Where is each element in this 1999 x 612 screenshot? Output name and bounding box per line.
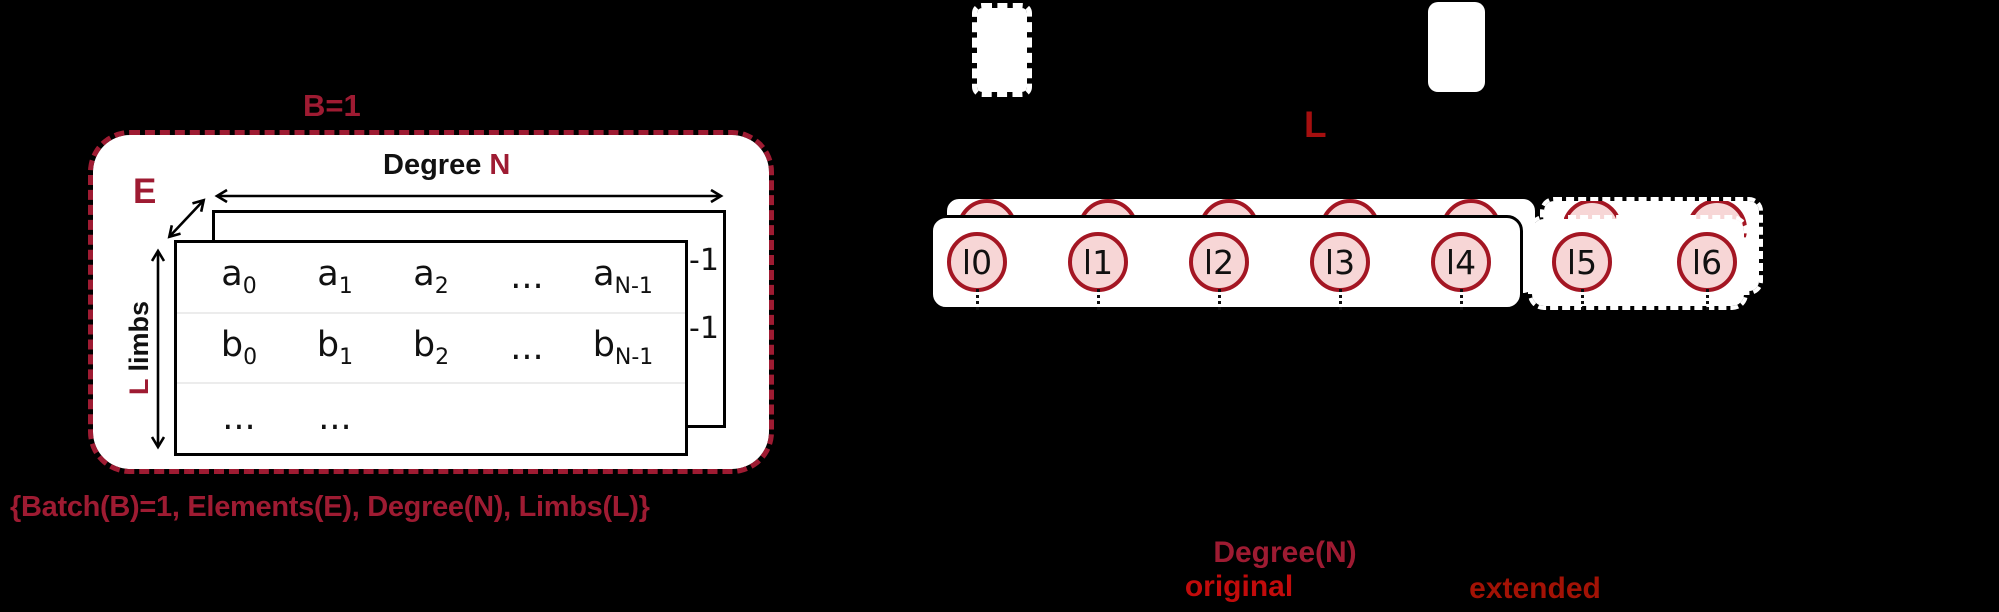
limb-node-l6: l6 bbox=[1677, 232, 1737, 292]
matrix-cell: b2 bbox=[412, 324, 450, 370]
limb-node-l2: l2 bbox=[1189, 232, 1249, 292]
limb-tick bbox=[1581, 289, 1584, 310]
matrix-cell: ... bbox=[222, 398, 256, 439]
elements-axis-label: E bbox=[133, 172, 157, 211]
degree-n-label: Degree(N) bbox=[1213, 536, 1357, 569]
limb-tick bbox=[1097, 289, 1100, 310]
matrix-cell: a0 bbox=[221, 253, 257, 299]
original-label: original bbox=[1184, 570, 1294, 603]
legend-original-swatch bbox=[1428, 2, 1485, 92]
degree-axis-text: Degree bbox=[383, 149, 490, 181]
legend-extended-swatch bbox=[972, 3, 1032, 97]
matrix-cell: a2 bbox=[413, 253, 449, 299]
matrix-cell: ... bbox=[318, 398, 352, 439]
matrix-cell: b0 bbox=[220, 324, 258, 370]
batch-size-label: B=1 bbox=[303, 88, 361, 123]
figure-caption: {Batch(B)=1, Elements(E), Degree(N), Lim… bbox=[10, 491, 650, 523]
back-sheet-partial-label: -1 bbox=[689, 243, 719, 278]
limb-tick bbox=[1460, 289, 1463, 310]
limbs-axis-label: L limbs bbox=[124, 283, 156, 413]
limb-tick bbox=[1218, 289, 1221, 310]
extended-label: extended bbox=[1469, 572, 1601, 605]
matrix-cell: ... bbox=[510, 327, 544, 368]
matrix-row: ...... bbox=[177, 384, 685, 453]
limb-node-l1: l1 bbox=[1068, 232, 1128, 292]
limb-node-l5: l5 bbox=[1552, 232, 1612, 292]
limb-tick bbox=[1706, 289, 1709, 310]
limbs-axis-text: limbs bbox=[124, 300, 154, 380]
matrix-cell: b1 bbox=[316, 324, 354, 370]
matrix-row: a0 a1 a2... aN-1 bbox=[177, 243, 685, 314]
degree-axis-label: Degree N bbox=[383, 149, 510, 182]
degree-axis-symbol: N bbox=[489, 149, 511, 181]
limb-tick bbox=[1339, 289, 1342, 310]
original-limbs-sheet bbox=[930, 215, 1523, 310]
limbs-axis-symbol: L bbox=[124, 379, 154, 396]
matrix-row: b0 b1 b2... bN-1 bbox=[177, 314, 685, 385]
limb-node-l4: l4 bbox=[1431, 232, 1491, 292]
back-sheet-partial-label: -1 bbox=[689, 311, 719, 346]
matrix-cell: aN-1 bbox=[593, 253, 653, 299]
limb-tick bbox=[976, 289, 979, 310]
matrix-cell: ... bbox=[510, 256, 544, 297]
matrix-front-sheet: a0 a1 a2... aN-1 b0 b1 b2... bN-1...... bbox=[174, 240, 688, 456]
limb-node-l0: l0 bbox=[947, 232, 1007, 292]
matrix-cell: bN-1 bbox=[592, 324, 654, 370]
limb-count-label: L bbox=[1304, 104, 1327, 145]
limb-node-l3: l3 bbox=[1310, 232, 1370, 292]
matrix-cell: a1 bbox=[317, 253, 353, 299]
